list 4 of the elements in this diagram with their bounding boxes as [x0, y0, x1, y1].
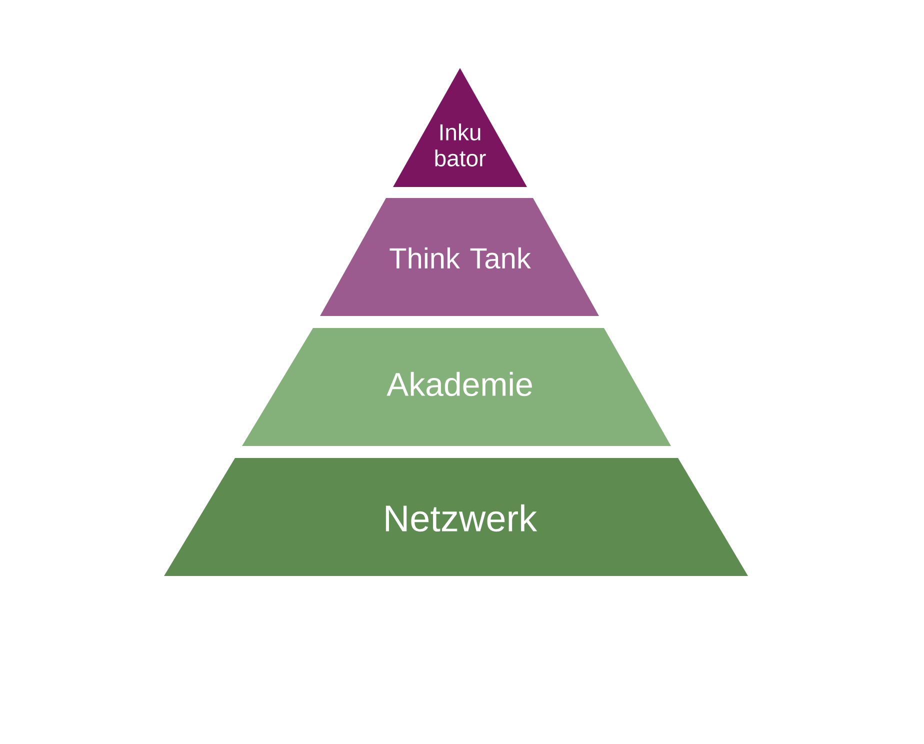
pyramid-level: Akademie	[242, 328, 671, 446]
pyramid-level: Netzwerk	[164, 458, 748, 576]
pyramid-level: Think Tank	[320, 198, 599, 316]
pyramid-level: Inku bator	[393, 68, 527, 187]
